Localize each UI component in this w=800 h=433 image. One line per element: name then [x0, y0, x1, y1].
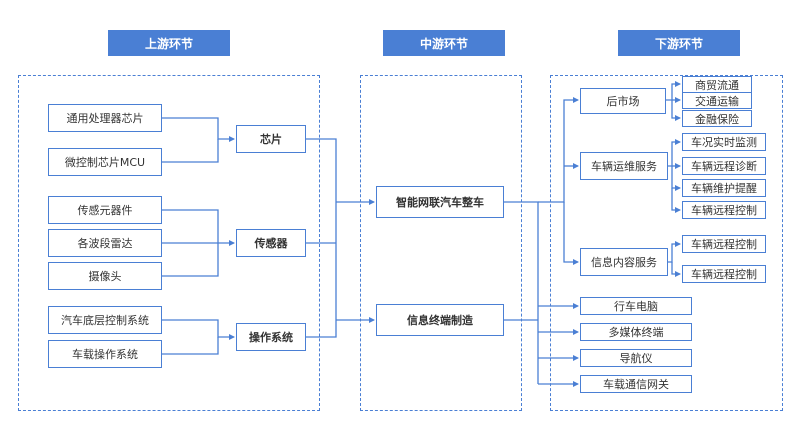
midstream-header: 中游环节	[383, 30, 505, 56]
upstream-header: 上游环节	[108, 30, 230, 56]
device-item-1: 行车电脑	[580, 297, 692, 315]
info-item-2: 车辆远程控制	[682, 265, 766, 283]
upstream-sensor-item-2: 各波段雷达	[48, 229, 162, 257]
aftermarket-item-1: 商贸流通	[682, 76, 752, 93]
midstream-section	[360, 75, 522, 411]
downstream-section	[550, 75, 783, 411]
device-item-2: 多媒体终端	[580, 323, 692, 341]
upstream-chip-item-1: 通用处理器芯片	[48, 104, 162, 132]
upstream-sensor-item-1: 传感元器件	[48, 196, 162, 224]
aftermarket-item-2: 交通运输	[682, 92, 752, 109]
chips-node: 芯片	[236, 125, 306, 153]
info-item-1: 车辆远程控制	[682, 235, 766, 253]
device-item-4: 车载通信网关	[580, 375, 692, 393]
downstream-header: 下游环节	[618, 30, 740, 56]
ops-node: 车辆运维服务	[580, 152, 668, 180]
sensors-node: 传感器	[236, 229, 306, 257]
vehicle-node: 智能网联汽车整车	[376, 186, 504, 218]
ops-item-1: 车况实时监测	[682, 133, 766, 151]
upstream-sensor-item-3: 摄像头	[48, 262, 162, 290]
aftermarket-node: 后市场	[580, 88, 666, 114]
aftermarket-item-3: 金融保险	[682, 110, 752, 127]
device-item-3: 导航仪	[580, 349, 692, 367]
upstream-os-item-1: 汽车底层控制系统	[48, 306, 162, 334]
info-node: 信息内容服务	[580, 248, 668, 276]
upstream-chip-item-2: 微控制芯片MCU	[48, 148, 162, 176]
ops-item-2: 车辆远程诊断	[682, 157, 766, 175]
ops-item-3: 车辆维护提醒	[682, 179, 766, 197]
ops-item-4: 车辆远程控制	[682, 201, 766, 219]
upstream-os-item-2: 车载操作系统	[48, 340, 162, 368]
terminal-node: 信息终端制造	[376, 304, 504, 336]
os-node: 操作系统	[236, 323, 306, 351]
